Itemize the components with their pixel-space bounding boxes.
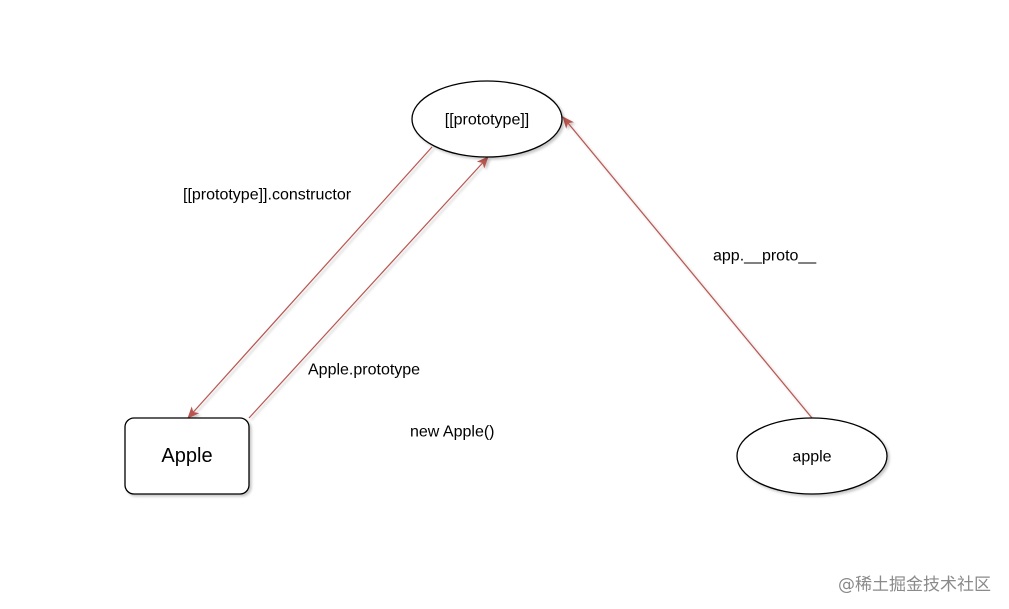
node-prototype[interactable]: [[prototype]] [411, 80, 563, 158]
label-apple-prototype: Apple.prototype [308, 362, 420, 379]
node-apple-constructor[interactable]: Apple [124, 417, 250, 495]
edge-prototype-to-constructor [187, 146, 433, 419]
label-new-apple: new Apple() [410, 424, 495, 441]
apple-constructor-label: Apple [161, 445, 212, 467]
label-app-proto: app.__proto__ [713, 248, 817, 265]
prototype-label: [[prototype]] [445, 112, 530, 129]
apple-constructor-box [124, 417, 250, 495]
node-apple-instance[interactable]: apple [736, 417, 888, 495]
edge-app-proto [562, 116, 813, 419]
label-prototype-constructor: [[prototype]].constructor [183, 187, 352, 204]
edge-apple-prototype [248, 156, 489, 419]
prototype-ellipse [411, 80, 563, 158]
apple-instance-ellipse [736, 417, 888, 495]
watermark-text: @稀土掘金技术社区 [838, 575, 991, 595]
apple-instance-label: apple [792, 449, 831, 466]
